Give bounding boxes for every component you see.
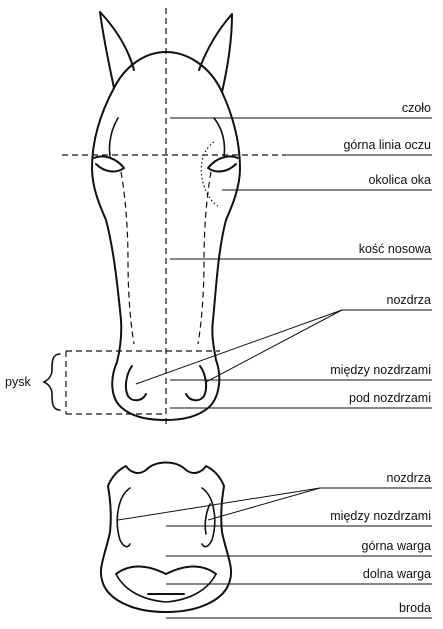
label-miedzy-nozdrzami-top: między nozdrzami (330, 363, 431, 377)
muzzle-right-nostril (202, 488, 215, 547)
horse-muzzle-front (101, 463, 231, 613)
bottom-labels: nozdrza między nozdrzami górna warga dol… (118, 471, 432, 618)
label-dolna-warga: dolna warga (363, 567, 431, 581)
label-pysk: pysk (5, 375, 31, 389)
right-eye (208, 156, 238, 171)
pysk-brace (44, 354, 60, 410)
eye-region-outline (201, 142, 218, 206)
muzzle-right-nostril-inner (205, 504, 210, 534)
left-ear (100, 12, 134, 88)
left-eye (94, 156, 124, 171)
muzzle-left-nostril (117, 488, 130, 547)
top-labels: czoło górna linia oczu okolica oka kość … (136, 101, 432, 408)
label-czolo: czoło (402, 101, 431, 115)
label-nozdrza-bottom: nozdrza (387, 471, 432, 485)
label-pod-nozdrzami: pod nozdrzami (349, 391, 431, 405)
label-gorna-warga: górna warga (362, 539, 432, 553)
label-miedzy-nozdrzami-bottom: między nozdrzami (330, 509, 431, 523)
label-gorna-linia-oczu: górna linia oczu (343, 138, 431, 152)
left-brow-line (109, 118, 118, 156)
lip-line (116, 566, 216, 574)
right-brow-line (214, 118, 225, 156)
right-nostril (186, 366, 206, 400)
muzzle-outline (101, 463, 231, 613)
lower-lip-curve (116, 574, 216, 602)
left-nasal-ridge (121, 172, 134, 344)
head-outline (92, 52, 240, 420)
label-nozdrza-top: nozdrza (387, 293, 432, 307)
left-nostril (126, 366, 146, 400)
label-okolica-oka: okolica oka (368, 173, 431, 187)
label-broda: broda (399, 601, 431, 615)
label-kosc-nosowa: kość nosowa (359, 242, 431, 256)
